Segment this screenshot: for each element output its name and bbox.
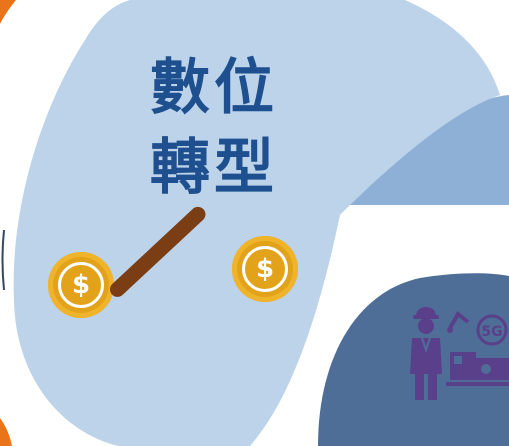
edge-line bbox=[1, 229, 5, 291]
dollar-coin-icon: $ bbox=[232, 236, 298, 302]
orange-corner-bottom bbox=[0, 418, 12, 446]
badge-label: 5G bbox=[481, 324, 502, 340]
coin-symbol: $ bbox=[58, 262, 104, 308]
5g-badge-icon bbox=[476, 314, 508, 346]
worker-icon: 5G bbox=[410, 307, 509, 400]
page-title: 數位 轉型 bbox=[150, 48, 300, 208]
blob-light-blue bbox=[13, 0, 500, 446]
orange-corner-top bbox=[0, 0, 16, 24]
helmet-icon bbox=[416, 307, 436, 316]
swoosh-mid-blue bbox=[340, 95, 509, 205]
robot-arm-icon bbox=[448, 310, 470, 329]
title-line-1: 數位 bbox=[150, 53, 278, 123]
title-line-2: 轉型 bbox=[150, 133, 278, 203]
dollar-coin-icon: $ bbox=[48, 252, 114, 318]
coin-symbol: $ bbox=[242, 246, 288, 292]
machine-icon bbox=[450, 352, 476, 380]
